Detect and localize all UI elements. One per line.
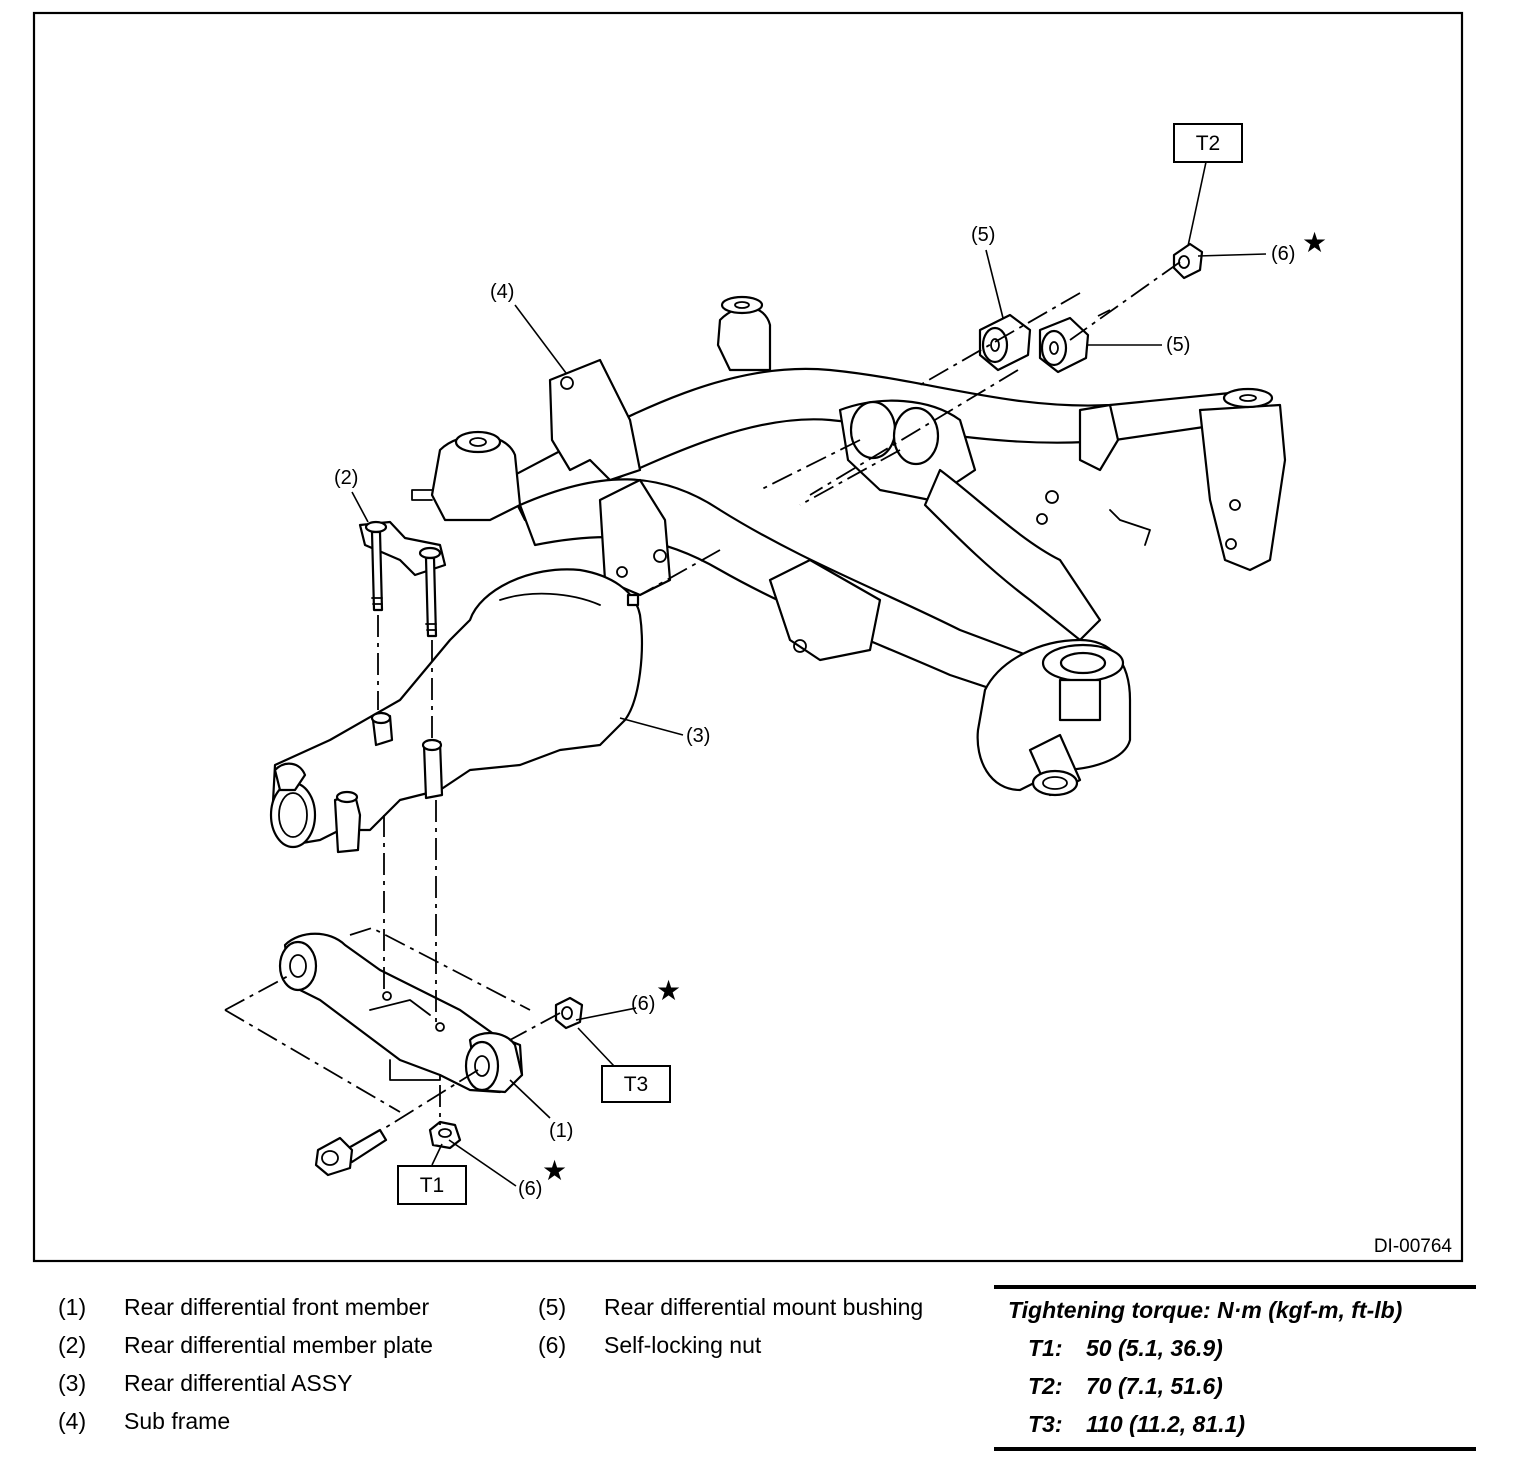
torque-title: Tightening torque: N·m (kgf-m, ft-lb)	[1008, 1297, 1403, 1323]
legend-item-text: Rear differential ASSY	[124, 1370, 353, 1396]
star-mark-bottom: ★	[542, 1155, 567, 1186]
torque-box-t2-label: T2	[1196, 132, 1221, 155]
legend-item-number: (1)	[58, 1294, 87, 1320]
leader-lines	[351, 161, 1267, 1187]
self-locking-nut-right	[554, 996, 584, 1030]
legend-item-text: Self-locking nut	[604, 1332, 762, 1358]
member-plate	[358, 520, 447, 638]
callout-6-bottom: (6)	[518, 1178, 542, 1200]
star-mark-right: ★	[656, 975, 681, 1006]
figure-frame	[32, 11, 1464, 1263]
callout-4: (4)	[490, 281, 514, 303]
legend-item-text: Rear differential mount bushing	[604, 1294, 924, 1320]
callout-6-right: (6)	[631, 993, 655, 1015]
mount-bushings	[978, 313, 1090, 374]
sub-frame	[411, 295, 1287, 797]
torque-code: T3:	[1028, 1411, 1063, 1437]
torque-box-t1-label: T1	[420, 1174, 445, 1197]
legend-item-number: (6)	[538, 1332, 567, 1358]
mounting-bolt	[314, 1128, 388, 1177]
torque-box-t2: T2	[1173, 123, 1243, 163]
torque-value: 50 (5.1, 36.9)	[1086, 1335, 1223, 1361]
callout-5-top: (5)	[971, 224, 995, 246]
legend-item-number: (3)	[58, 1370, 87, 1396]
legend-item-text: Rear differential front member	[124, 1294, 430, 1320]
callout-2: (2)	[334, 467, 358, 489]
self-locking-nut-top	[1172, 242, 1204, 280]
callout-6-top: (6)	[1271, 243, 1295, 265]
rear-differential-assy	[269, 568, 643, 854]
rear-differential-front-member	[278, 932, 524, 1094]
torque-box-t3: T3	[601, 1065, 671, 1103]
legend-item-text: Rear differential member plate	[124, 1332, 433, 1358]
legend-item-number: (2)	[58, 1332, 87, 1358]
callout-1: (1)	[549, 1120, 573, 1142]
legend-item-number: (5)	[538, 1294, 567, 1320]
legend-item-number: (4)	[58, 1408, 87, 1434]
torque-value: 110 (11.2, 81.1)	[1086, 1411, 1245, 1437]
alignment-lines	[224, 261, 1181, 1129]
callout-5-right: (5)	[1166, 334, 1190, 356]
exploded-diagram: T2 T3 T1 (1) (2) (3) (4) (5) (5) (6) (6)…	[32, 11, 1464, 1263]
figure-id: DI-00764	[1374, 1236, 1453, 1257]
legend-item-text: Sub frame	[124, 1408, 231, 1434]
torque-code: T1:	[1028, 1335, 1063, 1361]
callout-3: (3)	[686, 725, 710, 747]
torque-code: T2:	[1028, 1373, 1063, 1399]
tightening-torque-table: Tightening torque: N·m (kgf-m, ft-lb) T1…	[994, 1285, 1476, 1451]
torque-box-t1: T1	[397, 1165, 467, 1205]
torque-value: 70 (7.1, 51.6)	[1086, 1373, 1223, 1399]
torque-box-t3-label: T3	[624, 1073, 649, 1096]
star-mark-top: ★	[1302, 227, 1327, 258]
